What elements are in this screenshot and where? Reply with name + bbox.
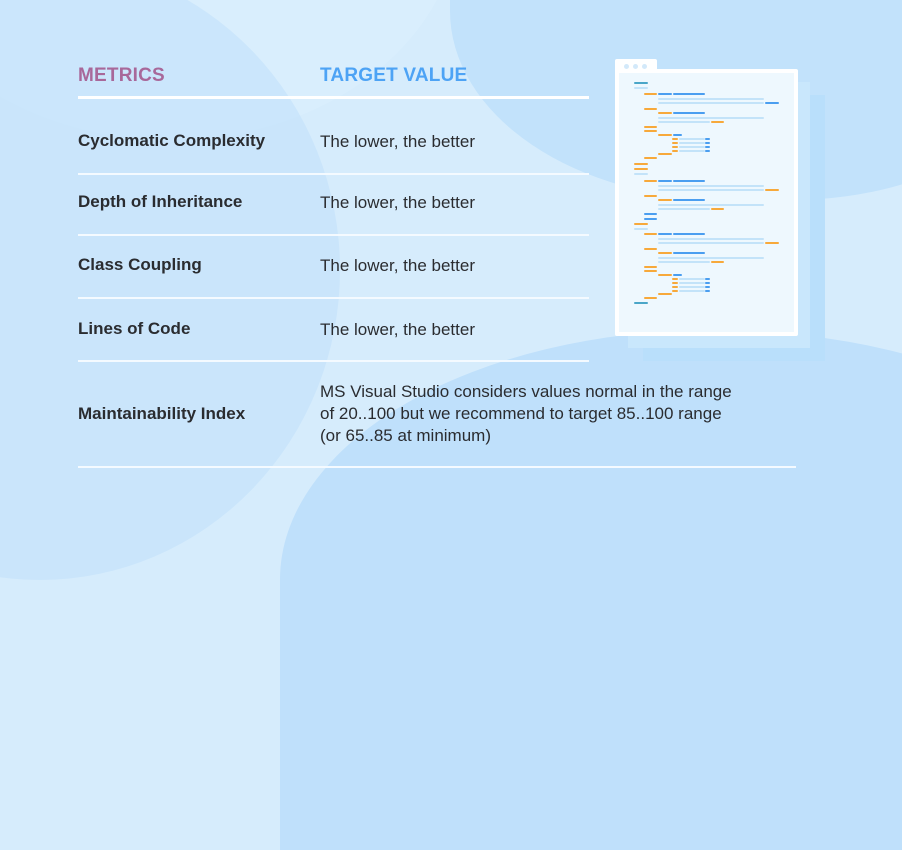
- row-divider: [78, 234, 589, 236]
- metric-name: Class Coupling: [78, 255, 202, 274]
- target-value: The lower, the better: [320, 193, 475, 212]
- metric-name: Maintainability Index: [78, 404, 246, 423]
- target-value-line: (or 65..85 at minimum): [320, 426, 491, 445]
- target-value-line: MS Visual Studio considers values normal…: [320, 382, 732, 401]
- row-divider: [78, 297, 589, 299]
- metric-name: Cyclomatic Complexity: [78, 131, 266, 150]
- header-divider: [78, 96, 589, 99]
- metric-name: Depth of Inheritance: [78, 192, 243, 211]
- code-area: [619, 73, 794, 332]
- code-lines: [619, 73, 794, 332]
- window-dot-icon: [624, 64, 629, 69]
- window-dot-icon: [642, 64, 647, 69]
- row-divider: [78, 360, 589, 362]
- row-divider: [78, 466, 796, 468]
- column-header-metrics: METRICS: [78, 65, 165, 86]
- column-header-target-value: TARGET VALUE: [320, 65, 468, 86]
- target-value: The lower, the better: [320, 256, 475, 275]
- target-value: The lower, the better: [320, 320, 475, 339]
- window-dot-icon: [633, 64, 638, 69]
- target-value-line: of 20..100 but we recommend to target 85…: [320, 404, 722, 423]
- target-value: The lower, the better: [320, 132, 475, 151]
- metric-name: Lines of Code: [78, 319, 191, 338]
- row-divider: [78, 173, 589, 175]
